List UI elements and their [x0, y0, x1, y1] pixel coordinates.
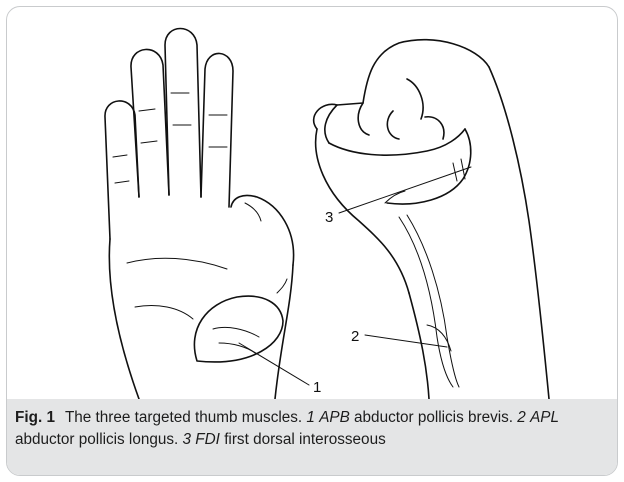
- caption-item-3-num: 3: [183, 431, 192, 448]
- fist-drawing: [314, 40, 549, 399]
- figure-frame: 1 3 2 Fig. 1 The three targeted thumb mu…: [6, 6, 618, 476]
- open-palm-drawing: [105, 29, 309, 400]
- hand-muscles-illustration: 1 3 2: [7, 7, 618, 399]
- label-3: 3: [325, 209, 333, 226]
- caption-item-1-desc: abductor pollicis brevis.: [354, 409, 513, 426]
- caption-item-2-num: 2: [517, 409, 526, 426]
- caption-item-2-desc: abductor pollicis longus.: [15, 431, 178, 448]
- caption-item-1-abbr: APB: [319, 409, 350, 426]
- caption-band: Fig. 1 The three targeted thumb muscles.…: [7, 399, 618, 476]
- figure-number: Fig. 1: [15, 409, 55, 426]
- caption-lead: The three targeted thumb muscles.: [65, 409, 302, 426]
- caption-item-1-num: 1: [306, 409, 315, 426]
- label-1: 1: [313, 379, 321, 396]
- caption-item-3-abbr: FDI: [195, 431, 220, 448]
- caption-item-2-abbr: APL: [530, 409, 559, 426]
- caption-item-3-desc: first dorsal interosseous: [224, 431, 386, 448]
- label-2: 2: [351, 328, 359, 345]
- figure-caption: Fig. 1 The three targeted thumb muscles.…: [15, 407, 615, 451]
